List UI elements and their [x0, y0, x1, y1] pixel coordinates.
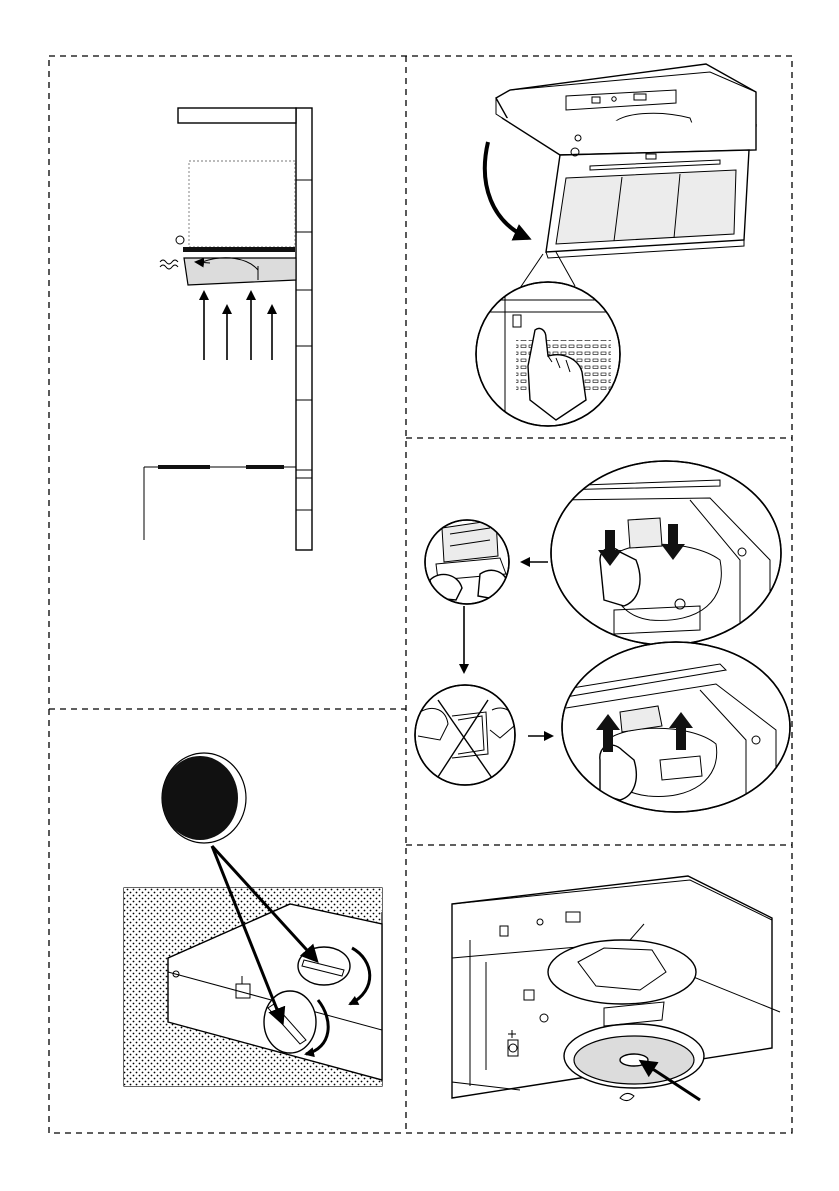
cooktop: [144, 465, 296, 540]
zoom-do-not-bend: [415, 685, 515, 785]
wall-cabinet-outline: [189, 161, 295, 247]
zoom-refit-filter: [560, 642, 790, 812]
tilting-canopy: [502, 118, 756, 258]
airflow-arrows: [204, 292, 272, 360]
zoom-remove-filter: [551, 461, 781, 645]
panel-tilt-canopy: [476, 64, 756, 426]
zoom-filter-held: [425, 520, 509, 604]
upper-cabinet-top: [178, 108, 296, 123]
cooker-hood-underside-view: [452, 876, 780, 1101]
wall: [296, 108, 312, 550]
cabinet-base: [183, 247, 295, 252]
carbon-filter-disc: [162, 753, 246, 843]
panel-airflow-side-view: [144, 108, 312, 550]
zoom-detail-latch: [476, 282, 620, 426]
hood-underside: [124, 888, 382, 1086]
panel-carbon-filter-install: [124, 753, 382, 1086]
cooker-hood-side: [160, 258, 296, 285]
panel-carbon-filter-lamp: [452, 876, 780, 1101]
panel-grease-filter: [415, 461, 790, 812]
tilt-arrow: [485, 142, 528, 238]
